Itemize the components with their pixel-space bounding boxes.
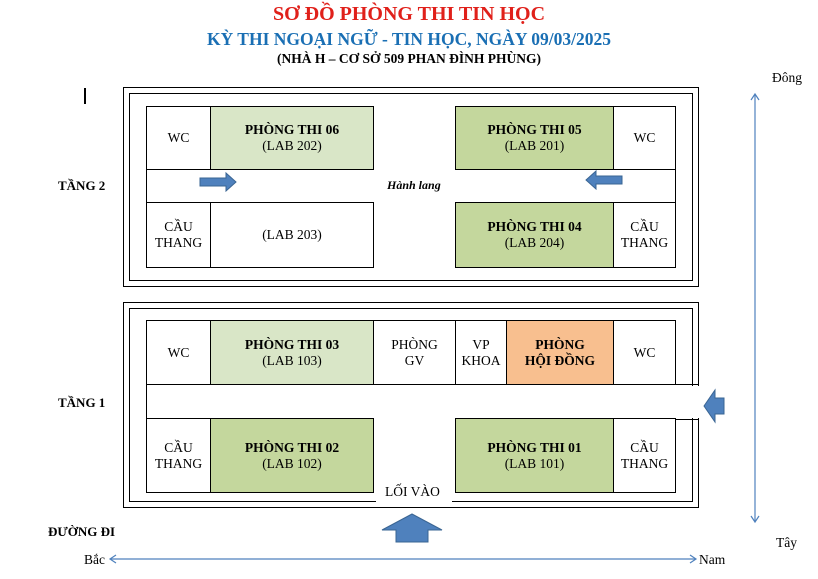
floor1-entry-wall-top2 [675,384,699,385]
council-room: PHÒNG HỘI ĐỒNG [506,320,614,385]
floor1-stairs-right: CẦU THANG [613,418,676,493]
floor2-label: TẦNG 2 [58,178,106,193]
side-entrance-arrow-icon [703,388,725,424]
faculty-office: VP KHOA [455,320,507,385]
location-label: (NHÀ H – CƠ SỞ 509 PHAN ĐÌNH PHÙNG) [277,51,541,66]
room-lab-203: (LAB 203) [210,202,374,268]
room-04: PHÒNG THI 04 (LAB 204) [455,202,614,268]
floor1-opening-mask [690,386,702,418]
room-03: PHÒNG THI 03 (LAB 103) [210,320,374,385]
floor1-wc-left: WC [146,320,211,385]
floor2-outer-frame [123,87,699,287]
compass-south: Nam [699,552,726,567]
room-01: PHÒNG THI 01 (LAB 101) [455,418,614,493]
floor2-stairs-left: CẦU THANG [146,202,211,268]
teachers-room: PHÒNG GV [373,320,456,385]
compass-east: Đông [772,70,802,85]
floor2-stairs-right: CẦU THANG [613,202,676,268]
compass-west: Tây [776,535,797,550]
arrow-right-icon [199,172,237,192]
floor1-entry-wall-bot [675,419,699,420]
floor1-wc-right: WC [613,320,676,385]
floor2-wc-left: WC [146,106,211,170]
page-subtitle: KỲ THI NGOẠI NGỮ - TIN HỌC, NGÀY 09/03/2… [207,29,611,49]
road-label: ĐƯỜNG ĐI [48,524,116,539]
compass-north: Bắc [84,552,105,567]
floor2-wc-right: WC [613,106,676,170]
room-02: PHÒNG THI 02 (LAB 102) [210,418,374,493]
entrance-gap [376,499,452,507]
floor1-label: TẦNG 1 [58,395,106,410]
page-title: SƠ ĐỒ PHÒNG THI TIN HỌC [272,3,546,25]
room-06: PHÒNG THI 06 (LAB 202) [210,106,374,170]
east-west-arrow-icon [750,92,760,524]
entrance-label: LỐI VÀO [385,484,440,499]
floor2-corridor [146,169,676,203]
arrow-left-icon [585,170,623,190]
text-cursor [84,88,86,104]
room-05: PHÒNG THI 05 (LAB 201) [455,106,614,170]
corridor-label: Hành lang [387,178,441,192]
floor1-entry-wall-top [675,320,676,385]
floor2-inner-frame [129,93,693,281]
main-entrance-arrow-icon [381,513,443,543]
floor1-stairs-left: CẦU THANG [146,418,211,493]
floor1-corridor [146,384,676,419]
north-south-arrow-icon [108,554,698,564]
